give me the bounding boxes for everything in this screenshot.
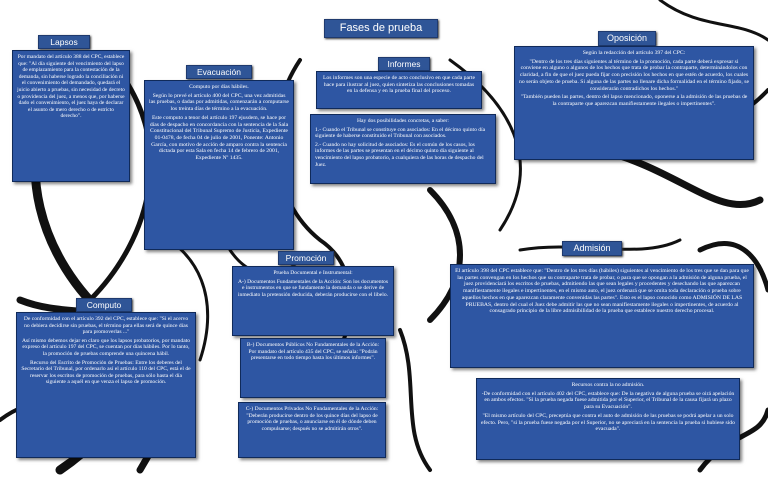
computo-box: De conformidad con el artículo 392 del C…	[16, 312, 196, 458]
promocion-p2: A-) Documentos Fundamentales de la Acció…	[237, 278, 389, 298]
admision-box-1: El artículo 398 del CPC establece que: "…	[450, 264, 754, 368]
oposicion-box: Según la redacción del artículo 397 del …	[514, 46, 754, 160]
admision-box-2: Recursos contra la no admisión. -De conf…	[476, 378, 740, 460]
informes-p4: 2.- Cuando no hay solicitud de asociados…	[315, 141, 484, 168]
promocion-box-3: C-) Documentos Privados No Fundamentales…	[238, 402, 386, 458]
oposicion-title: Oposición	[598, 31, 656, 46]
oposicion-p1: Según la redacción del artículo 397 del …	[582, 50, 686, 56]
oposicion-p3: "También pueden las partes, dentro del l…	[520, 94, 748, 107]
informes-p1: Los informes son una especie de acto con…	[322, 75, 476, 95]
promocion-box-2: B-) Documentos Públicos No Fundamentales…	[240, 338, 386, 398]
informes-title: Informes	[378, 57, 430, 71]
promocion-p3: B-) Documentos Públicos No Fundamentales…	[246, 342, 380, 362]
computo-title: Computo	[76, 298, 132, 312]
informes-p3: 1.- Cuando el Tribunal se constituye con…	[315, 126, 486, 140]
admision-title: Admisión	[562, 241, 622, 256]
informes-box-1: Los informes son una especie de acto con…	[316, 71, 482, 109]
oposicion-p2: "Dentro de los tres días siguientes al t…	[519, 58, 749, 92]
admision-p4: "El mismo artículo del CPC, preceptúa qu…	[481, 412, 735, 433]
admision-p3: -De conformidad con el artículo 402 del …	[481, 390, 735, 411]
promocion-p4: C-) Documentos Privados No Fundamentales…	[245, 406, 379, 432]
promocion-p1: Prueba Documental e Instrumental:	[273, 270, 353, 276]
evacuacion-box: Computo por días hábiles. Según lo prevé…	[144, 80, 294, 250]
lapsos-box: Por mandato del artículo 388 del CPC, es…	[12, 50, 130, 182]
promocion-title: Promoción	[278, 251, 334, 265]
lapsos-text: Por mandato del artículo 388 del CPC, es…	[17, 54, 125, 120]
computo-p1: De conformidad con el artículo 392 del C…	[23, 316, 189, 336]
evacuacion-p2: Según lo prevé el artículo 400 del CPC, …	[149, 92, 289, 113]
evacuacion-p1: Computo por días hábiles.	[189, 84, 249, 90]
admision-p2: Recursos contra la no admisión.	[571, 382, 645, 388]
lapsos-title: Lapsos	[38, 35, 90, 49]
promocion-box-1: Prueba Documental e Instrumental: A-) Do…	[232, 266, 394, 336]
evacuacion-p3: Este computo a tenor del artículo 197 ej…	[149, 114, 289, 162]
informes-p2: Hay dos posibilidades concretas, a saber…	[357, 118, 449, 124]
main-title: Fases de prueba	[324, 19, 438, 38]
computo-p3: Recurso del Escrito de Promoción de Prue…	[21, 359, 191, 386]
evacuacion-title: Evacuación	[186, 65, 252, 79]
computo-p2: Así mismo debemos dejar en claro que los…	[21, 337, 191, 357]
informes-box-2: Hay dos posibilidades concretas, a saber…	[310, 114, 496, 184]
admision-p1: El artículo 398 del CPC establece que: "…	[455, 268, 749, 315]
